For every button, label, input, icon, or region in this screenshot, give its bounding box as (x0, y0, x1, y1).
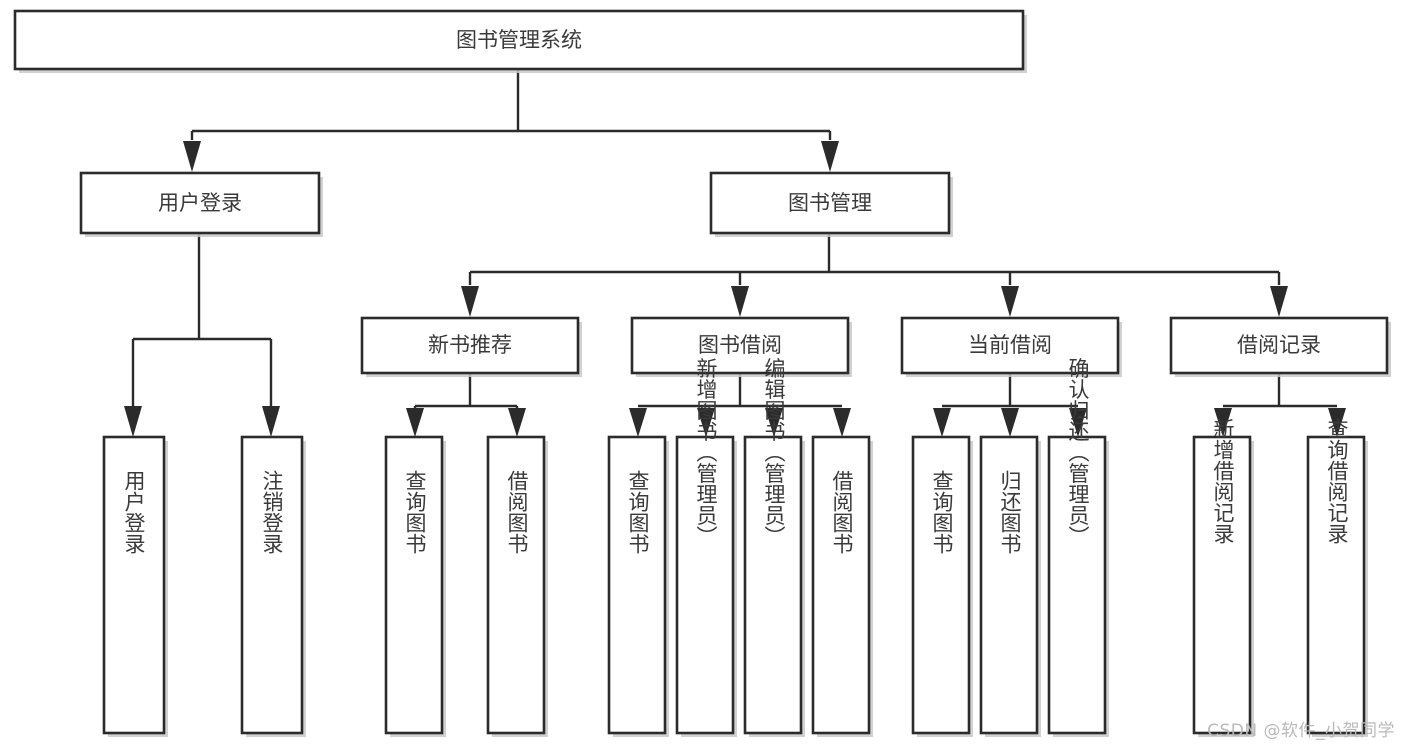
node-book-manage[interactable]: 图书管理 (709, 171, 953, 237)
arrowhead-br-query (1328, 408, 1346, 437)
node-root-box (13, 9, 1025, 71)
arrowhead-newbook-query (406, 408, 424, 437)
arrowhead-book-manage (821, 141, 839, 172)
leaf-bb-edit[interactable]: 编辑图书（管理员） (743, 358, 805, 738)
arrowhead-cb-return (1001, 408, 1019, 437)
node-new-book-recommend-box (360, 316, 580, 375)
leaf-bb-edit-box (743, 435, 803, 735)
node-borrow-record[interactable]: 借阅记录 (1169, 316, 1391, 377)
node-borrow-record-label: 借阅记录 (1237, 333, 1321, 357)
leaf-bb-add[interactable]: 新增图书（管理员） (675, 358, 737, 738)
leaf-newbook-borrow[interactable]: 借阅图书 (486, 435, 548, 737)
arrowhead-user-login (183, 141, 201, 172)
leaf-cb-query-label: 查询图书 (930, 470, 954, 554)
leaf-user-login[interactable]: 用户登录 (102, 435, 168, 737)
leaf-br-add-label: 新增借阅记录 (1211, 418, 1235, 544)
leaf-user-login-box (102, 435, 166, 735)
arrowhead-current-borrow (1001, 286, 1019, 317)
arrowhead-newbook-borrow (508, 408, 526, 437)
leaf-br-add[interactable]: 新增借阅记录 (1192, 418, 1254, 737)
arrowhead-bb-add (697, 408, 715, 437)
arrowhead-leaf-user-login (124, 406, 142, 437)
node-new-book-recommend-label: 新书推荐 (428, 333, 512, 357)
arrowhead-bb-edit (765, 408, 783, 437)
node-book-manage-label: 图书管理 (788, 191, 872, 215)
arrowhead-cb-confirm (1069, 408, 1087, 437)
arrowhead-leaf-logout (262, 406, 280, 437)
node-user-login-box (79, 171, 321, 235)
arrowhead-bb-borrow (833, 408, 851, 437)
node-borrow-record-box (1169, 316, 1389, 375)
leaf-bb-borrow[interactable]: 借阅图书 (811, 435, 873, 737)
arrowhead-book-borrow (731, 286, 749, 317)
leaf-newbook-query[interactable]: 查询图书 (384, 435, 446, 737)
node-book-borrow-box (630, 316, 850, 375)
node-user-login-label: 用户登录 (158, 191, 242, 215)
leaf-logout-label: 注销登录 (260, 470, 284, 554)
leaf-newbook-query-box (384, 435, 444, 735)
arrowhead-cb-query (933, 408, 951, 437)
leaf-cb-return-box (979, 435, 1039, 735)
node-book-borrow-label: 图书借阅 (698, 333, 782, 357)
leaf-bb-borrow-label: 借阅图书 (830, 470, 854, 554)
node-book-manage-box (709, 171, 951, 235)
arrowhead-bb-query (629, 408, 647, 437)
leaf-cb-return-label: 归还图书 (998, 470, 1022, 554)
leaf-cb-confirm-box (1047, 435, 1107, 735)
leaf-bb-edit-label: 编辑图书（管理员） (762, 358, 786, 547)
node-current-borrow-box (900, 316, 1120, 375)
node-current-borrow-label: 当前借阅 (968, 333, 1052, 357)
arrowhead-new-book (461, 286, 479, 317)
leaf-bb-query-label: 查询图书 (626, 470, 650, 554)
node-current-borrow[interactable]: 当前借阅 (900, 316, 1122, 377)
leaf-cb-confirm-label: 确认归还（管理员） (1066, 358, 1090, 547)
node-book-borrow[interactable]: 图书借阅 (630, 316, 852, 377)
leaf-newbook-query-label: 查询图书 (403, 470, 427, 554)
csdn-watermark: CSDN @软件_小贺同学 (1207, 721, 1395, 741)
leaf-newbook-borrow-label: 借阅图书 (505, 470, 529, 554)
leaf-logout[interactable]: 注销登录 (240, 435, 306, 737)
leaf-bb-query-box (607, 435, 667, 735)
leaf-bb-borrow-box (811, 435, 871, 735)
leaf-newbook-borrow-box (486, 435, 546, 735)
node-root[interactable]: 图书管理系统 (13, 9, 1027, 73)
leaf-bb-add-box (675, 435, 735, 735)
leaf-logout-box (240, 435, 304, 735)
leaf-br-query-label: 查询借阅记录 (1325, 418, 1349, 544)
leaf-bb-add-label: 新增图书（管理员） (694, 358, 718, 547)
node-user-login[interactable]: 用户登录 (79, 171, 323, 237)
leaf-user-login-label: 用户登录 (122, 470, 146, 554)
leaf-bb-query[interactable]: 查询图书 (607, 435, 669, 737)
leaf-br-add-box (1192, 435, 1252, 735)
leaf-cb-return[interactable]: 归还图书 (979, 435, 1041, 737)
leaf-cb-confirm[interactable]: 确认归还（管理员） (1047, 358, 1109, 738)
arrowhead-borrow-record (1270, 286, 1288, 317)
node-root-label: 图书管理系统 (456, 28, 582, 52)
leaf-cb-query-box (911, 435, 971, 735)
leaf-br-query[interactable]: 查询借阅记录 (1306, 418, 1368, 737)
leaf-cb-query[interactable]: 查询图书 (911, 435, 973, 737)
connector-layer (124, 70, 1346, 437)
leaf-br-query-box (1306, 435, 1366, 735)
node-new-book-recommend[interactable]: 新书推荐 (360, 316, 582, 377)
arrowhead-br-add (1214, 408, 1232, 437)
